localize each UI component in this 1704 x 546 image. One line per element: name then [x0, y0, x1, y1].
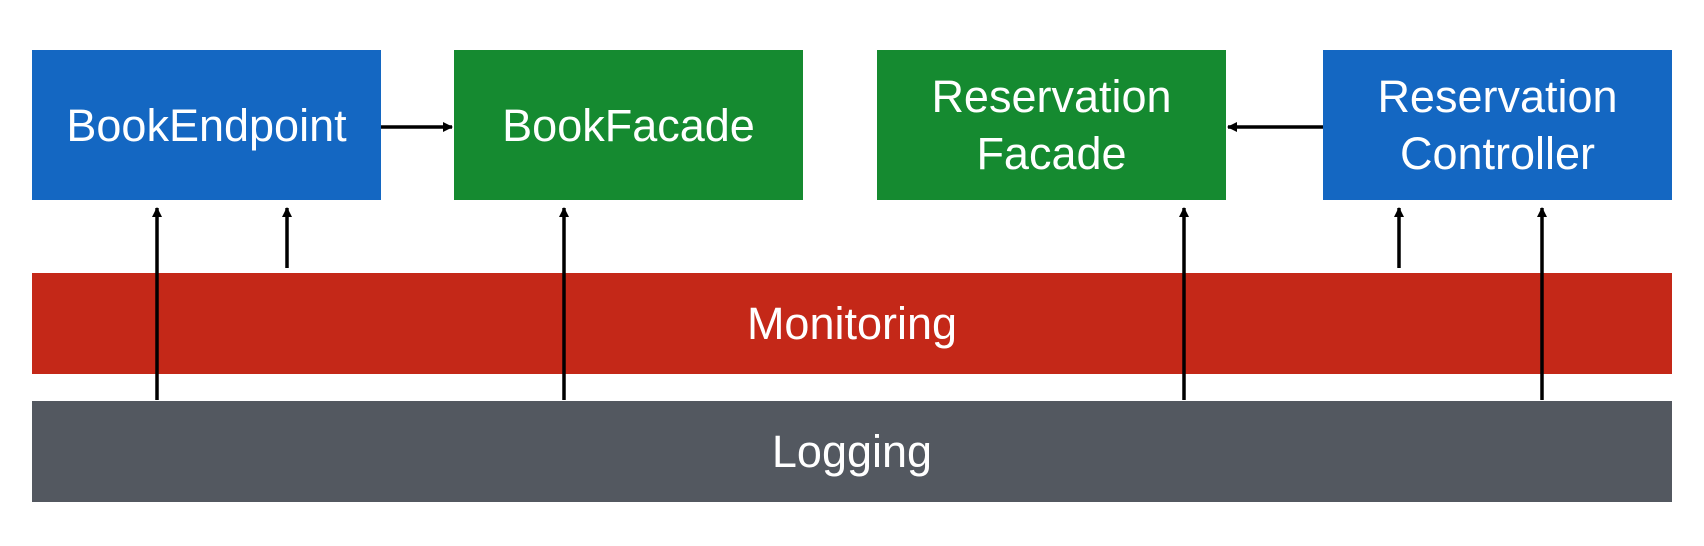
reservation-controller-node: Reservation Controller — [1323, 50, 1672, 200]
book-facade-node: BookFacade — [454, 50, 803, 200]
logging-layer: Logging — [32, 401, 1672, 502]
book-endpoint-node: BookEndpoint — [32, 50, 381, 200]
reservation-facade-node: Reservation Facade — [877, 50, 1226, 200]
monitoring-layer: Monitoring — [32, 273, 1672, 374]
